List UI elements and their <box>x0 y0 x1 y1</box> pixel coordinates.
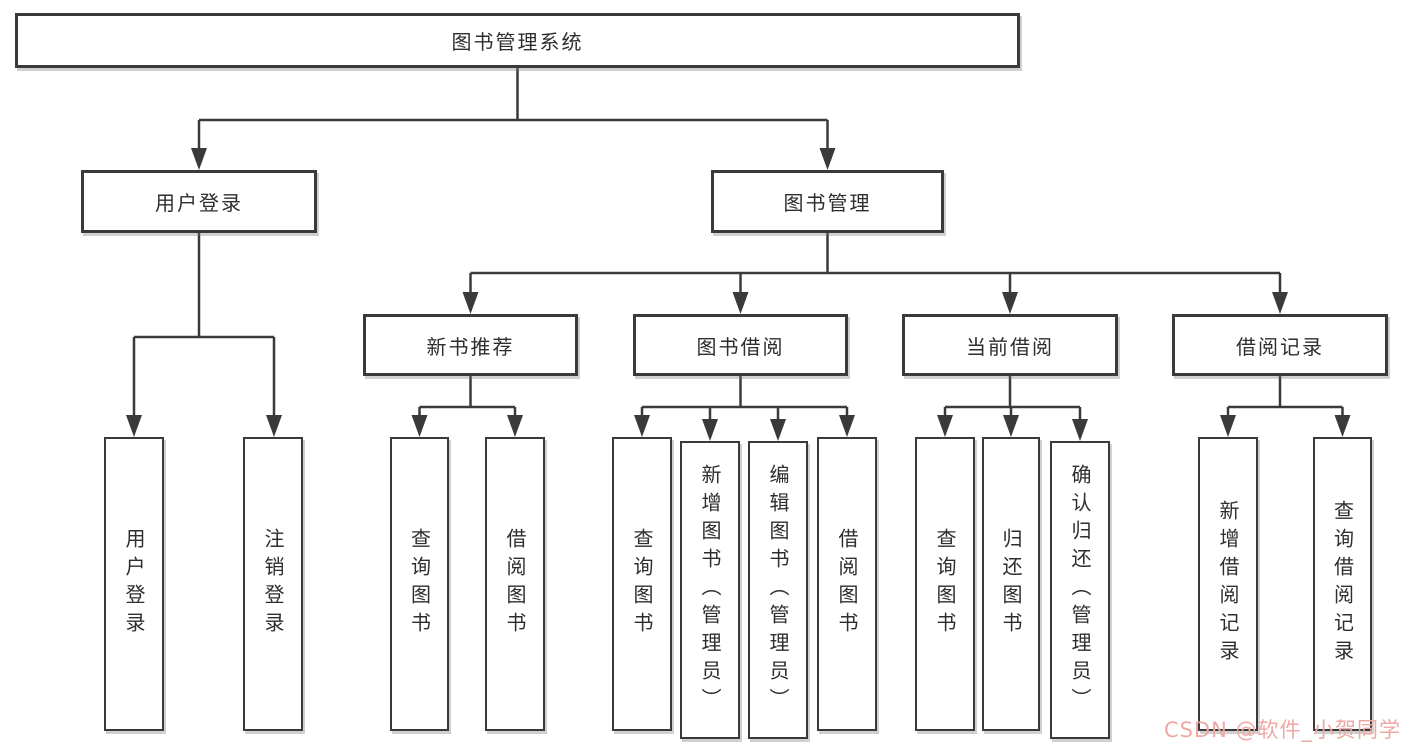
node-book-management: 图书管理 <box>711 170 944 233</box>
node-new-book-recommend: 新书推荐 <box>363 314 578 376</box>
leaf-label: 查询图书 <box>630 528 654 640</box>
leaf-borrow-search-books: 查询图书 <box>612 437 672 731</box>
leaf-label: 借阅图书 <box>835 528 859 640</box>
connector-root-to-level2 <box>191 68 836 170</box>
node-current-borrowing: 当前借阅 <box>902 314 1118 376</box>
leaf-records-add-record: 新增借阅记录 <box>1198 437 1258 731</box>
leaf-label: 归还图书 <box>999 528 1023 640</box>
leaf-records-search-record: 查询借阅记录 <box>1313 437 1372 731</box>
leaf-label: 新增借阅记录 <box>1216 500 1240 668</box>
csdn-watermark: CSDN @软件_小贺同学 <box>1163 718 1401 742</box>
connector-user-login-children <box>126 233 282 437</box>
node-book-borrowing: 图书借阅 <box>633 314 848 376</box>
leaf-label: 用户登录 <box>122 528 146 640</box>
leaf-user-login: 用户登录 <box>104 437 164 731</box>
node-borrowing-records: 借阅记录 <box>1172 314 1388 376</box>
leaf-label: 注销登录 <box>261 528 285 640</box>
leaf-label: 查询图书 <box>933 528 957 640</box>
leaf-label: 查询图书 <box>407 528 432 640</box>
connector-new-book-recommend-children <box>411 376 523 437</box>
leaf-newrec-search-books: 查询图书 <box>390 437 449 731</box>
connector-borrowing-records-children <box>1220 376 1351 437</box>
node-library-system: 图书管理系统 <box>15 13 1020 68</box>
leaf-current-return-books: 归还图书 <box>982 437 1040 731</box>
connector-book-management-children <box>462 233 1288 314</box>
leaf-label: 新增图书（管理员） <box>698 464 722 716</box>
connector-book-borrowing-children <box>634 376 855 441</box>
leaf-newrec-borrow-books: 借阅图书 <box>485 437 545 731</box>
leaf-label: 编辑图书（管理员） <box>766 464 790 716</box>
node-user-login: 用户登录 <box>81 170 317 233</box>
leaf-borrow-edit-books-admin: 编辑图书（管理员） <box>748 441 808 739</box>
leaf-current-search-books: 查询图书 <box>915 437 975 731</box>
leaf-logout: 注销登录 <box>243 437 303 731</box>
leaf-borrow-borrow-books: 借阅图书 <box>817 437 877 731</box>
leaf-label: 借阅图书 <box>503 528 527 640</box>
leaf-label: 确认归还（管理员） <box>1068 464 1092 716</box>
leaf-current-confirm-return-admin: 确认归还（管理员） <box>1050 441 1110 739</box>
leaf-borrow-add-books-admin: 新增图书（管理员） <box>680 441 740 739</box>
connector-current-borrowing-children <box>937 376 1088 441</box>
leaf-label: 查询借阅记录 <box>1330 500 1355 668</box>
